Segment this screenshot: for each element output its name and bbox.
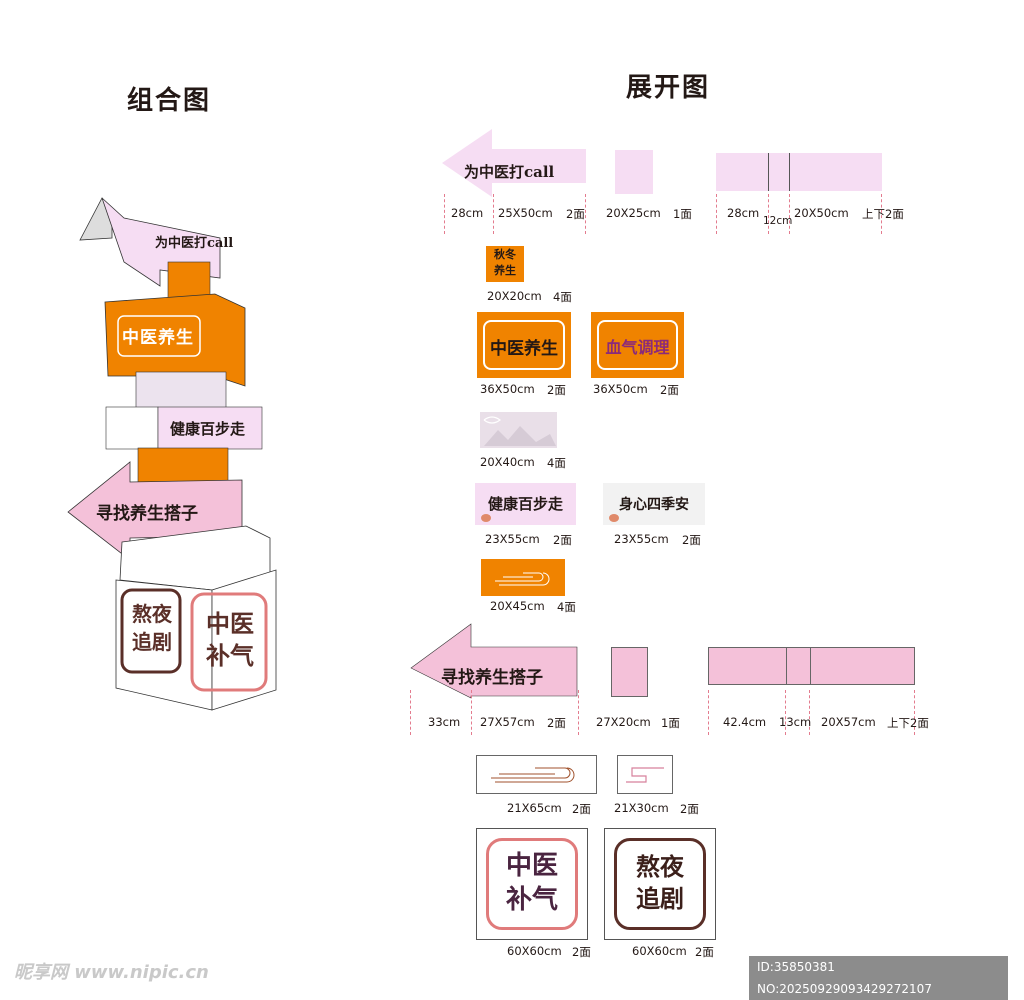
qi-blood-label: 血气调理 (605, 338, 670, 357)
assembled-find-partner-label: 寻找养生搭子 (96, 504, 198, 524)
dim-partner-strip-c: 20X57cm (821, 715, 876, 729)
dim-autumn-count: 4面 (553, 290, 572, 304)
tcm-health-panel: 中医养生 (477, 312, 571, 378)
find-partner-label: 寻找养生搭子 (441, 668, 543, 688)
dim-qi-blood: 36X50cm (593, 382, 648, 396)
call-arrow-shape (442, 129, 586, 197)
brand-watermark: 昵享网 www.nipic.cn (14, 962, 209, 983)
dim-healthy-walk: 23X55cm (485, 532, 540, 546)
call-top-bottom-panel (716, 153, 882, 191)
qi-blood-frame (597, 320, 678, 370)
autumn-winter-panel: 秋冬养生 (486, 246, 524, 282)
tcm-qi-panel: 中医补气 (476, 828, 588, 940)
dim-white-short: 21X30cm (614, 801, 669, 815)
dim-tcm-qi: 60X60cm (507, 944, 562, 958)
dim-autumn: 20X20cm (487, 289, 542, 303)
assembled-tower-graphic (67, 197, 277, 711)
dim-white-long: 21X65cm (507, 801, 562, 815)
mountain-graphic (483, 416, 556, 446)
dim-stay-up-count: 2面 (695, 945, 714, 959)
four-seasons-label: 身心四季安 (619, 497, 689, 513)
dim-healthy-walk-count: 2面 (553, 533, 572, 547)
dim-call-face: 25X50cm (498, 206, 553, 220)
dim-four-seasons-count: 2面 (682, 533, 701, 547)
find-partner-top-bottom-panel (708, 647, 915, 685)
dim-call-face-count: 2面 (566, 207, 585, 221)
assembled-call-label: 为中医打call (155, 236, 234, 251)
dim-white-long-count: 2面 (572, 802, 591, 816)
dim-tcm-qi-count: 2面 (572, 945, 591, 959)
find-partner-arrow-panel: 寻找养生搭子 (409, 623, 579, 699)
dim-call-strip-count: 上下2面 (862, 207, 904, 221)
stay-up-label: 熬夜追剧 (636, 852, 684, 913)
assembled-tcm-health-label: 中医养生 (122, 328, 194, 348)
unfolded-title: 展开图 (626, 73, 711, 103)
qi-blood-panel: 血气调理 (591, 312, 684, 378)
lotus-icon (481, 514, 491, 522)
assembled-stay-up-label: 熬夜追剧 (132, 602, 172, 654)
dim-landscape-count: 4面 (547, 456, 566, 470)
dim-stay-up: 60X60cm (632, 944, 687, 958)
assembled-tcm-qi-label: 中医补气 (206, 609, 254, 670)
dim-call-strip-b: 12cm (763, 215, 793, 227)
tcm-health-frame (483, 320, 565, 370)
assembled-healthy-walk-label: 健康百步走 (170, 420, 246, 438)
corner-pattern-graphic (626, 767, 664, 783)
healthy-walk-label: 健康百步走 (487, 495, 563, 513)
call-arrow-label: 为中医打call (464, 163, 555, 181)
stay-up-frame (614, 838, 706, 930)
healthy-walk-panel: 健康百步走 (475, 483, 576, 525)
dim-partner-end-count: 1面 (661, 716, 680, 730)
dim-four-seasons: 23X55cm (614, 532, 669, 546)
dim-call-depth: 28cm (451, 206, 484, 220)
dim-qi-blood-count: 2面 (660, 383, 679, 397)
tcm-health-label: 中医养生 (490, 339, 558, 359)
autumn-winter-label: 秋冬养生 (494, 248, 516, 277)
landscape-panel (480, 412, 557, 448)
dim-partner-face-count: 2面 (547, 716, 566, 730)
white-long-panel (476, 755, 597, 794)
dim-partner-strip-b: 13cm (779, 715, 812, 729)
assembled-diagram: 为中医打call 中医养生 健康百步走 寻找养生搭子 熬夜追剧 中医补气 (60, 190, 290, 720)
four-seasons-panel: 身心四季安 (603, 483, 705, 525)
white-short-panel (617, 755, 673, 794)
call-end-panel (615, 150, 653, 194)
tcm-qi-label: 中医补气 (505, 851, 558, 915)
dim-partner-depth: 33cm (428, 715, 461, 729)
dim-partner-strip-a: 42.4cm (723, 715, 767, 729)
call-arrow-panel: 为中医打call (440, 127, 588, 199)
dim-landscape: 20X40cm (480, 455, 535, 469)
dim-call-end: 20X25cm (606, 206, 661, 220)
dim-cloud: 20X45cm (490, 599, 545, 613)
dim-call-end-count: 1面 (673, 207, 692, 221)
dim-call-strip-c: 20X50cm (794, 206, 849, 220)
ribbon-pattern-graphic (491, 767, 575, 783)
stay-up-panel: 熬夜追剧 (604, 828, 716, 940)
dim-partner-strip-count: 上下2面 (887, 716, 929, 730)
dim-partner-face: 27X57cm (480, 715, 535, 729)
dim-tcm-health: 36X50cm (480, 382, 535, 396)
lotus-icon-2 (609, 514, 619, 522)
cloud-pattern-graphic (495, 572, 550, 586)
cloud-panel (481, 559, 565, 596)
find-partner-end-panel (611, 647, 648, 697)
assembled-title: 组合图 (127, 86, 212, 116)
dim-white-short-count: 2面 (680, 802, 699, 816)
dim-cloud-count: 4面 (557, 600, 576, 614)
image-id-bar: ID:35850381 NO:20250929093429272107 (749, 956, 1008, 1000)
dim-partner-end: 27X20cm (596, 715, 651, 729)
tcm-qi-frame (486, 838, 578, 930)
dim-call-strip-a: 28cm (727, 206, 760, 220)
dim-tcm-health-count: 2面 (547, 383, 566, 397)
